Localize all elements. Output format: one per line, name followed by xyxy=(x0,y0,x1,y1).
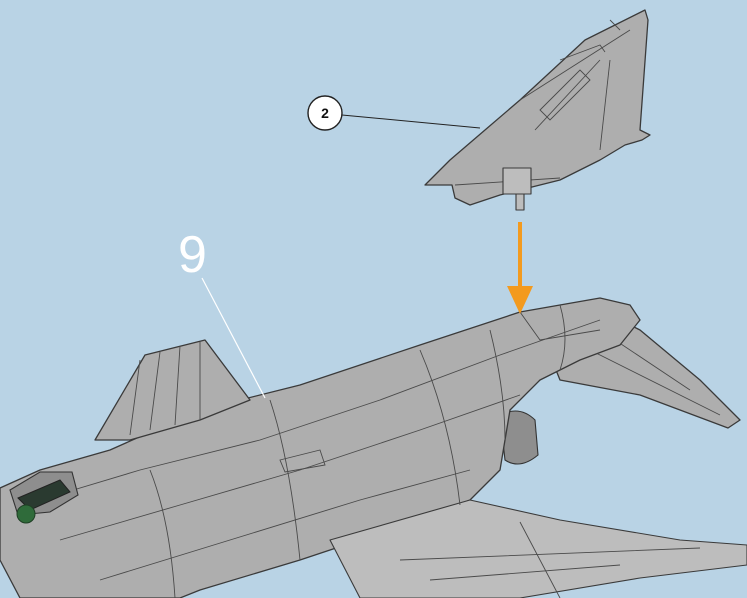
insert-arrow xyxy=(507,222,533,314)
mounting-peg xyxy=(516,194,524,210)
part-callout-2: 2 xyxy=(308,96,480,130)
callout-leader xyxy=(342,115,480,128)
step-number: 9 xyxy=(178,226,207,284)
mounting-tab xyxy=(503,168,531,194)
callout-number: 2 xyxy=(321,105,329,121)
aircraft-fuselage xyxy=(0,298,747,598)
vertical-tail-fin xyxy=(425,10,650,210)
